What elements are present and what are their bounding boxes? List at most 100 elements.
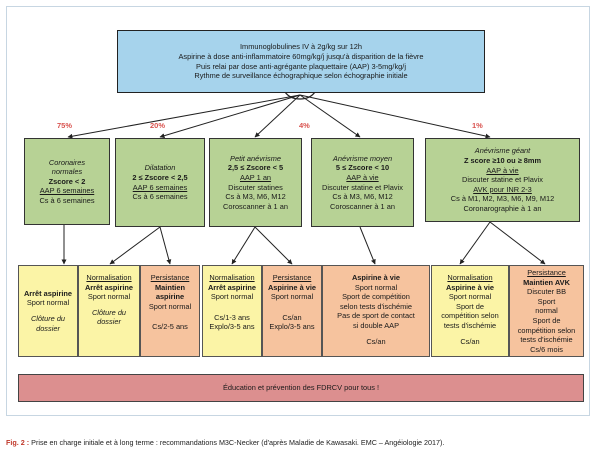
category-coronaires-normales: Coronaires normales Zscore < 2 AAP 6 sem… [24,138,110,225]
category-anevrisme-geant: Anévrisme géant Z score ≥10 ou ≥ 8mm AAP… [425,138,580,222]
outcome-line: Aspirine à vie [445,282,495,292]
outcome-line: Aspirine à vie [267,282,317,292]
outcome-line: Persistance [150,273,190,282]
outcome-line: Sport normal [270,292,314,302]
outcome-line: Sport normal [26,298,70,308]
category-line-4: Coronarographie à 1 an [463,203,542,213]
outcome-line: Cs/1-3 ans [214,312,250,322]
outcome-dilatation-normalisation: Normalisation Arrêt aspirine Sport norma… [78,265,140,357]
outcome-line: Clôture du [30,314,66,323]
outcome-line: Arrêt aspirine [207,282,257,292]
category-line-3: Coroscanner à 1 an [223,201,288,211]
category-aap: AAP à vie [486,165,519,175]
category-score: 5 ≤ Zscore < 10 [335,163,390,173]
outcome-line: Cs/6 mois [530,344,563,354]
treatment-line-2: Aspirine à dose anti-inflammatoire 60mg/… [178,51,424,61]
outcome-line: compétition selon [517,325,576,335]
outcome-line: Persistance [527,268,566,277]
outcome-line: Normalisation [86,273,132,282]
category-line-2: AVK pour INR 2-3 [473,184,532,194]
percent-dilatation: 20% [150,121,166,130]
category-aap: AAP 1 an [239,172,272,182]
category-line-3: Cs à M1, M2, M3, M6, M9, M12 [450,194,555,204]
category-line-2: Cs à M3, M6, M12 [332,192,393,202]
outcome-line: dossier [97,317,121,327]
category-title: Anévrisme géant [474,146,531,156]
category-title: Petit anévrisme [230,153,281,163]
category-title: Anévrisme moyen [332,153,393,163]
outcome-line: Cs/an [366,336,386,346]
outcome-line: Maintien AVK [523,277,570,287]
outcome-line: Sport de [532,315,561,325]
outcome-line: selon tests d'ischémie [339,301,413,311]
percent-geant: 1% [472,121,483,130]
outcome-line: Clôture du [91,307,127,317]
category-line-3: Coroscanner à 1 an [330,201,395,211]
category-line-1: Discuter statine et Plavix [322,182,403,192]
outcome-line: Persistance [272,273,312,282]
outcome-line: Sport normal [148,301,192,311]
outcome-line: Arrêt aspirine [84,282,134,292]
outcome-line: Normalisation [209,273,255,282]
category-petit-anevrisme: Petit anévrisme 2,5 ≤ Zscore < 5 AAP 1 a… [209,138,302,227]
outcome-line: Arrêt aspirine [23,288,73,298]
category-dilatation: Dilatation 2 ≤ Zscore < 2,5 AAP 6 semain… [115,138,205,227]
outcome-line: Sport normal [448,292,492,302]
outcome-line: si double AAP [352,320,400,330]
figure-caption: Fig. 2 : Prise en charge initiale et à l… [6,438,444,447]
outcome-geant-persistance: Persistance Maintien AVK Discuter BB Spo… [509,265,584,357]
initial-treatment-box: Immunoglobulines IV à 2g/kg sur 12h Aspi… [117,30,485,93]
outcome-line: Sport [537,296,556,306]
category-score: Z score ≥10 ou ≥ 8mm [463,156,542,166]
treatment-line-4: Rythme de surveillance échographique sel… [194,71,408,81]
outcome-geant-normalisation: Normalisation Aspirine à vie Sport norma… [431,265,509,357]
outcome-coronaires: Arrêt aspirine Sport normal Clôture du d… [18,265,78,357]
outcome-line: Discuter BB [526,287,567,297]
treatment-line-3: Puis relai par dose anti-agrégante plaqu… [196,61,406,71]
outcome-line: Sport normal [87,292,131,302]
outcome-line: tests d'ischémie [443,320,497,330]
outcome-line: Maintien [155,282,185,292]
caption-text: Prise en charge initiale et à long terme… [29,438,445,447]
category-score: Zscore < 2 [48,176,86,186]
category-aap: AAP à vie [346,172,379,182]
outcome-line: Explo/3-5 ans [209,322,255,332]
outcome-anevrisme-moyen: Aspirine à vie Sport normal Sport de com… [322,265,430,357]
category-aap: AAP 6 semaines [132,182,188,192]
outcome-line: Cs/an [282,312,302,322]
category-score: 2 ≤ Zscore < 2,5 [132,172,188,182]
category-aap: AAP 6 semaines [39,186,95,196]
outcome-line: Cs/2-5 ans [152,322,188,332]
category-line-1: Discuter statines [228,182,283,192]
outcome-line: compétition selon [441,311,499,321]
diagram-frame [6,6,590,416]
outcome-line: Explo/3-5 ans [269,322,315,332]
education-box: Éducation et prévention des FDRCV pour t… [18,374,584,402]
category-follow: Cs à 6 semaines [132,192,188,202]
outcome-line: dossier [36,323,60,333]
outcome-petit-persistance: Persistance Aspirine à vie Sport normal … [262,265,322,357]
outcome-line: aspirine [155,292,185,302]
outcome-dilatation-persistance: Persistance Maintien aspirine Sport norm… [140,265,200,357]
category-anevrisme-moyen: Anévrisme moyen 5 ≤ Zscore < 10 AAP à vi… [311,138,414,227]
percent-coronaires: 75% [57,121,73,130]
outcome-line: tests d'ischémie [520,335,573,345]
outcome-line: Aspirine à vie [351,273,401,282]
outcome-line: Cs/an [460,336,480,346]
outcome-line: Pas de sport de contact [337,311,415,321]
outcome-line: Sport normal [210,292,254,302]
outcome-petit-normalisation: Normalisation Arrêt aspirine Sport norma… [202,265,262,357]
outcome-line: Normalisation [447,273,493,282]
category-score: 2,5 ≤ Zscore < 5 [227,163,284,173]
treatment-line-1: Immunoglobulines IV à 2g/kg sur 12h [239,42,363,52]
category-line-1: Discuter statine et Plavix [462,175,543,185]
category-line-2: Cs à M3, M6, M12 [225,192,286,202]
category-title: Dilatation [144,163,176,173]
caption-label: Fig. 2 : [6,438,30,447]
outcome-line: normal [535,306,558,316]
outcome-line: Sport de [456,301,484,311]
percent-anevrisme: 4% [299,121,310,130]
outcome-line: Sport de compétition [342,292,410,302]
education-text: Éducation et prévention des FDRCV pour t… [222,383,380,393]
